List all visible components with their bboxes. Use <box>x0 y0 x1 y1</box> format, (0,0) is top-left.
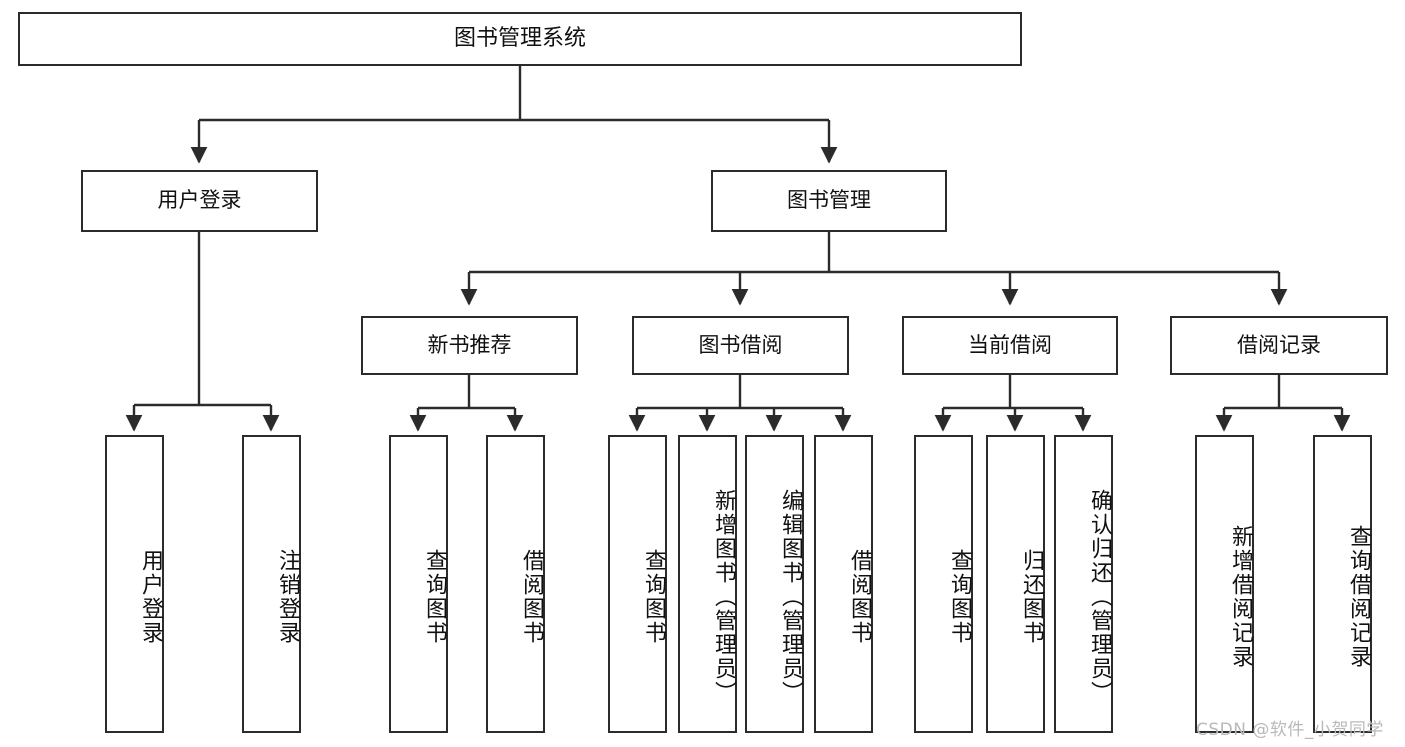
node-label: 图书管理 <box>787 188 871 213</box>
node-label: 注销登录 <box>275 549 300 645</box>
node-book-borrow[interactable]: 图书借阅 <box>632 316 849 375</box>
node-label: 当前借阅 <box>968 332 1052 357</box>
node-leaf-borrow-book-new[interactable]: 借阅图书 <box>486 435 545 733</box>
node-current-borrow[interactable]: 当前借阅 <box>902 316 1118 375</box>
node-user-login[interactable]: 用户登录 <box>81 170 318 232</box>
node-label: 归还图书 <box>1019 549 1044 645</box>
node-label: 图书管理系统 <box>453 25 586 51</box>
node-label: 查询图书 <box>422 549 447 645</box>
node-label: 借阅图书 <box>519 549 544 645</box>
node-label: 查询图书 <box>947 549 972 645</box>
node-leaf-logout-login[interactable]: 注销登录 <box>242 435 301 733</box>
node-book-management[interactable]: 图书管理 <box>711 170 947 232</box>
node-leaf-add-book[interactable]: 新增图书（管理员） <box>678 435 737 733</box>
node-leaf-add-borrow-record[interactable]: 新增借阅记录 <box>1195 435 1254 733</box>
node-label: 查询借阅记录 <box>1346 525 1371 669</box>
node-leaf-query-borrow-record[interactable]: 查询借阅记录 <box>1313 435 1372 733</box>
node-new-book-recommend[interactable]: 新书推荐 <box>361 316 578 375</box>
node-borrow-record[interactable]: 借阅记录 <box>1170 316 1388 375</box>
node-label: 图书借阅 <box>698 332 783 357</box>
node-leaf-query-book-new[interactable]: 查询图书 <box>389 435 448 733</box>
node-label: 借阅记录 <box>1237 332 1321 357</box>
node-label: 确认归还（管理员） <box>1087 489 1112 705</box>
node-label: 新增借阅记录 <box>1228 525 1253 669</box>
node-label: 查询图书 <box>641 549 666 645</box>
node-leaf-borrow-book[interactable]: 借阅图书 <box>814 435 873 733</box>
node-label: 借阅图书 <box>847 549 872 645</box>
node-root-book-management-system[interactable]: 图书管理系统 <box>18 12 1022 66</box>
node-label: 新增图书（管理员） <box>711 489 736 705</box>
node-leaf-return-book[interactable]: 归还图书 <box>986 435 1045 733</box>
node-leaf-user-login[interactable]: 用户登录 <box>105 435 164 733</box>
node-label: 编辑图书（管理员） <box>778 489 803 705</box>
node-label: 用户登录 <box>138 549 163 645</box>
node-leaf-edit-book[interactable]: 编辑图书（管理员） <box>745 435 804 733</box>
node-label: 新书推荐 <box>427 332 512 357</box>
node-label: 用户登录 <box>157 188 242 213</box>
node-leaf-query-book-borrow[interactable]: 查询图书 <box>608 435 667 733</box>
node-leaf-confirm-return[interactable]: 确认归还（管理员） <box>1054 435 1113 733</box>
csdn-watermark: CSDN @软件_小贺同学 <box>1196 720 1384 740</box>
node-leaf-query-book-current[interactable]: 查询图书 <box>914 435 973 733</box>
